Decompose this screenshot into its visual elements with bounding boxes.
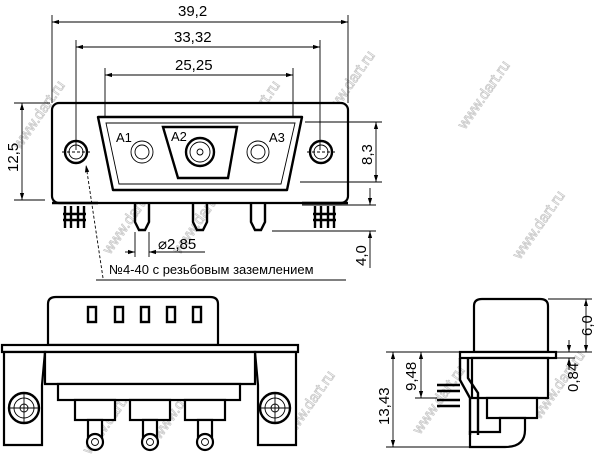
contact-label-a3: A3 bbox=[269, 130, 285, 145]
grounding-note: №4-40 с резьбовым заземлением bbox=[109, 262, 314, 277]
screw-right bbox=[258, 391, 292, 425]
pin-2 bbox=[128, 398, 172, 452]
side-dimensions: 6,0 0,84 13,43 9,48 bbox=[376, 298, 596, 448]
dim-pin-offset: 9,48 bbox=[403, 362, 420, 391]
bottom-view bbox=[0, 295, 300, 452]
dim-total-depth: 13,43 bbox=[376, 387, 393, 425]
side-view bbox=[437, 297, 558, 449]
dim-flange-thickness: 0,84 bbox=[565, 363, 582, 392]
contact-label-a1: A1 bbox=[116, 130, 132, 145]
dim-pin-diameter: ⌀2,85 bbox=[158, 236, 196, 253]
dim-top-height: 6,0 bbox=[579, 315, 596, 336]
contact-a1 bbox=[130, 140, 154, 164]
dim-shell-width: 25,25 bbox=[175, 57, 213, 74]
dim-pin-length: 4,0 bbox=[353, 245, 370, 266]
front-view: A1 A2 A3 bbox=[50, 101, 350, 232]
watermark-text: www.dart.ru bbox=[454, 58, 514, 133]
front-dimensions: 39,2 33,32 25,25 12,5 8,3 4,0 ⌀2,85 №4-4… bbox=[5, 3, 382, 281]
screw-left bbox=[7, 391, 41, 425]
dim-shell-height: 8,3 bbox=[359, 144, 376, 165]
contact-a3 bbox=[246, 140, 270, 164]
pin-3 bbox=[183, 398, 227, 452]
dim-overall-width: 39,2 bbox=[178, 3, 207, 20]
contact-a2 bbox=[184, 136, 216, 168]
watermark-text: www.dart.ru bbox=[509, 188, 569, 263]
dim-height: 12,5 bbox=[5, 143, 22, 172]
pin-1 bbox=[73, 398, 117, 452]
contact-label-a2: A2 bbox=[171, 129, 187, 144]
mounting-hole-right bbox=[307, 139, 335, 165]
dim-mounting-pitch: 33,32 bbox=[174, 29, 212, 46]
